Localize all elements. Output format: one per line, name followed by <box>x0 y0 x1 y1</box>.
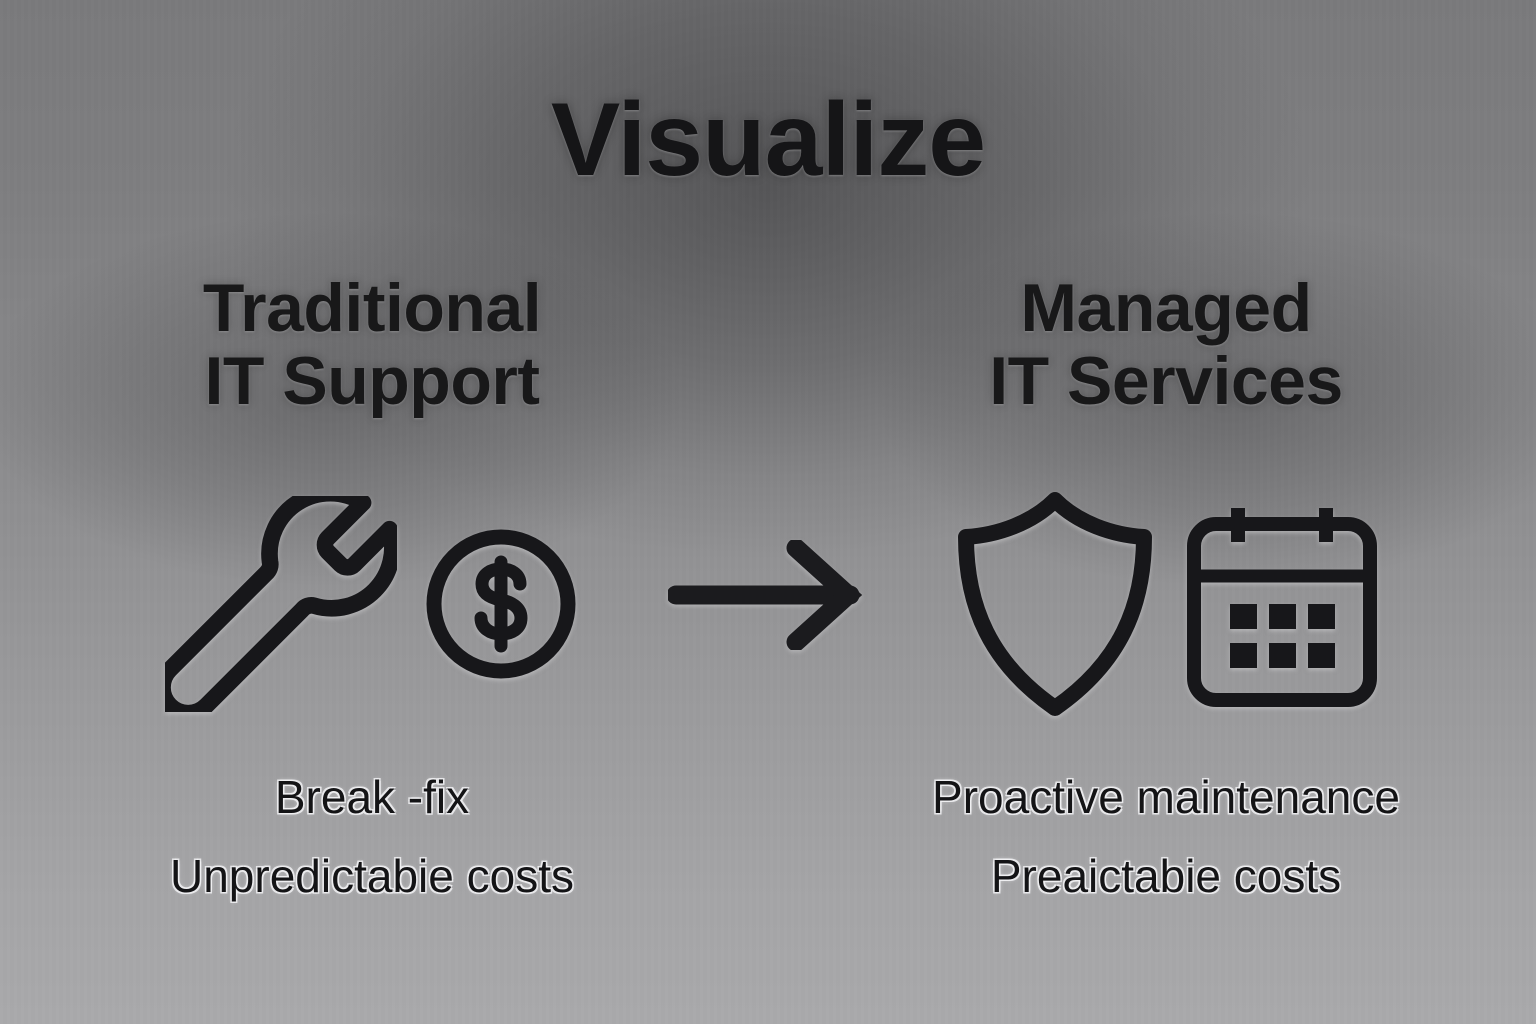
dollar-coin-icon <box>423 526 579 682</box>
wrench-icon <box>165 496 397 712</box>
caption-line-1: Proactive maintenance <box>932 771 1400 823</box>
caption-line-1: Break -fix <box>274 771 470 823</box>
column-heading-line1: Managed <box>1020 270 1312 346</box>
icon-row-managed <box>836 484 1496 724</box>
shield-icon <box>952 488 1158 720</box>
caption-traditional: Break -fix Unpredictabie costs <box>42 758 702 916</box>
column-managed-it-services: Managed IT Services <box>836 272 1496 902</box>
column-traditional-it-support: Traditional IT Support Break -fix <box>42 272 702 902</box>
icon-row-traditional <box>42 484 702 724</box>
caption-line-2: Preaictabie costs <box>990 850 1342 903</box>
column-heading-traditional: Traditional IT Support <box>42 272 702 418</box>
caption-managed: Proactive maintenance Preaictabie costs <box>836 758 1496 916</box>
caption-line-2: Unpredictabie costs <box>170 850 574 903</box>
calendar-icon <box>1184 498 1380 710</box>
column-heading-line2: IT Support <box>204 342 540 419</box>
page-title: Visualize <box>550 82 986 198</box>
column-heading-line2: IT Services <box>989 342 1343 419</box>
arrow-right-icon <box>640 520 896 670</box>
column-heading-managed: Managed IT Services <box>836 272 1496 418</box>
column-heading-line1: Traditional <box>202 270 542 346</box>
